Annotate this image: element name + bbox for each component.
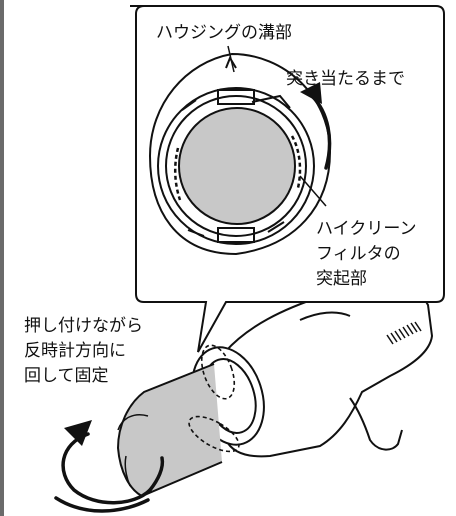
vacuum-body-illustration bbox=[116, 282, 434, 498]
label-filter-protrusion-3: 突起部 bbox=[316, 269, 367, 289]
label-filter-protrusion-1: ハイクリーン bbox=[316, 219, 416, 239]
instruction-line-2: 反時計方向に bbox=[24, 341, 126, 361]
arrow-tip-left bbox=[64, 420, 92, 446]
instruction-line-3: 回して固定 bbox=[24, 366, 109, 386]
label-until-stop: 突き当たるまで bbox=[286, 69, 405, 89]
left-margin-bar bbox=[0, 0, 4, 516]
leader-filter-protrusion bbox=[299, 175, 327, 207]
clockwise-arrow-tip bbox=[300, 82, 322, 104]
label-filter-protrusion-2: フィルタの bbox=[316, 244, 401, 264]
housing-closeup bbox=[148, 52, 332, 256]
arrow-lower-stroke bbox=[54, 496, 150, 513]
clockwise-arrow-icon bbox=[310, 94, 332, 170]
arrow-tail-right bbox=[148, 456, 165, 492]
instruction-line-1: 押し付けながら bbox=[24, 316, 143, 336]
label-housing-groove: ハウジングの溝部 bbox=[156, 23, 292, 43]
counterclockwise-arrow-icon bbox=[61, 432, 152, 505]
leader-housing-groove bbox=[227, 45, 235, 73]
